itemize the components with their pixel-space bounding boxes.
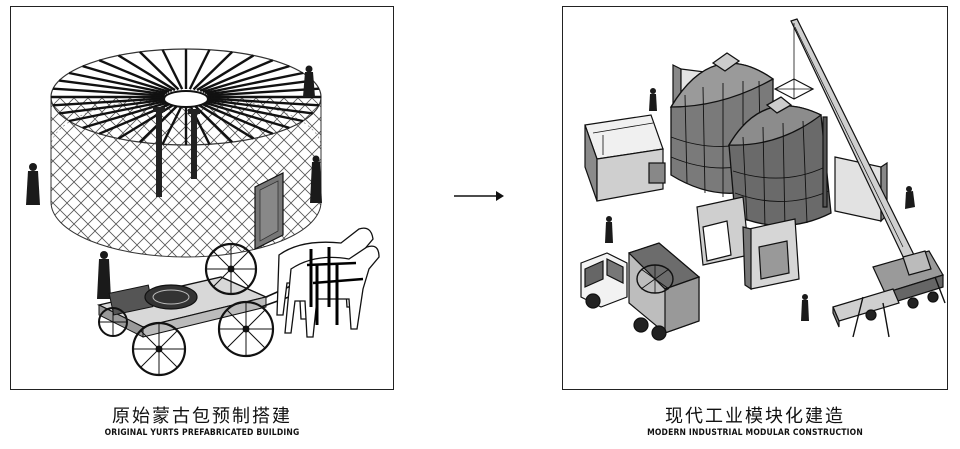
roof-rafter xyxy=(117,102,176,140)
modular-illustration-panel xyxy=(562,6,948,390)
roof-rafter xyxy=(117,54,176,92)
roof-rafter xyxy=(207,87,320,97)
roof-rafter xyxy=(202,100,290,130)
right-title-en: MODERN INDUSTRIAL MODULAR CONSTRUCTION xyxy=(647,428,863,438)
right-title-cn: 现代工业模块化建造 xyxy=(665,406,845,427)
roof-rafter xyxy=(58,79,166,96)
wall-module-left xyxy=(584,114,666,202)
roof-rafter xyxy=(138,51,180,91)
roof-rafter xyxy=(204,71,304,95)
yurt-door xyxy=(254,172,284,250)
roof-rafter xyxy=(204,99,304,123)
horses xyxy=(276,227,380,338)
roof-rafter xyxy=(98,59,173,92)
roof-rafter xyxy=(199,102,274,135)
cart-wheel xyxy=(204,242,258,296)
roof-rafter xyxy=(188,49,211,90)
cart-wheel xyxy=(131,321,187,377)
right-caption: 现代工业模块化建造 MODERN INDUSTRIAL MODULAR CONS… xyxy=(562,406,948,439)
roof-rafter xyxy=(68,71,168,95)
yurt-crown-bundle xyxy=(144,284,198,310)
roof-rafter xyxy=(161,104,184,145)
roof-rafter xyxy=(207,97,320,107)
left-title-cn: 原始蒙古包预制搭建 xyxy=(112,406,292,427)
yurt-center-posts xyxy=(153,107,200,197)
roof-rafter xyxy=(161,49,184,90)
roof-rafter xyxy=(196,54,255,92)
dome-module-2 xyxy=(727,96,832,230)
cart-wheel xyxy=(98,307,128,337)
right-arrow-icon xyxy=(452,186,506,210)
left-caption: 原始蒙古包预制搭建 ORIGINAL YURTS PREFABRICATED B… xyxy=(10,406,394,439)
dump-truck xyxy=(580,242,701,341)
mobile-crane xyxy=(773,18,946,338)
wall-module-right xyxy=(822,116,888,223)
person-figures xyxy=(26,65,322,299)
roof-rafter xyxy=(196,102,255,140)
roof-rafter xyxy=(206,79,314,96)
cart-wheel xyxy=(217,300,275,358)
roof-rafter xyxy=(52,97,165,107)
roof-rafter xyxy=(82,64,170,94)
roof-rafter xyxy=(82,100,170,130)
worker-figures xyxy=(605,88,915,321)
roof-rafter xyxy=(52,87,165,97)
yurt-drawing xyxy=(26,48,380,377)
roof-rafter xyxy=(206,98,314,115)
left-title-en: ORIGINAL YURTS PREFABRICATED BUILDING xyxy=(104,428,300,438)
crane-hook-load xyxy=(773,78,815,100)
roof-rafter xyxy=(202,64,290,94)
yurt-crown-ring xyxy=(163,90,209,108)
horse-cart xyxy=(96,242,312,377)
yurt-illustration-panel xyxy=(10,6,394,390)
roof-rafter xyxy=(58,98,166,115)
roof-rafter xyxy=(192,51,234,91)
roof-rafter xyxy=(68,99,168,123)
wall-module-front xyxy=(696,196,800,291)
roof-rafter xyxy=(199,59,274,92)
modular-drawing xyxy=(580,18,946,341)
